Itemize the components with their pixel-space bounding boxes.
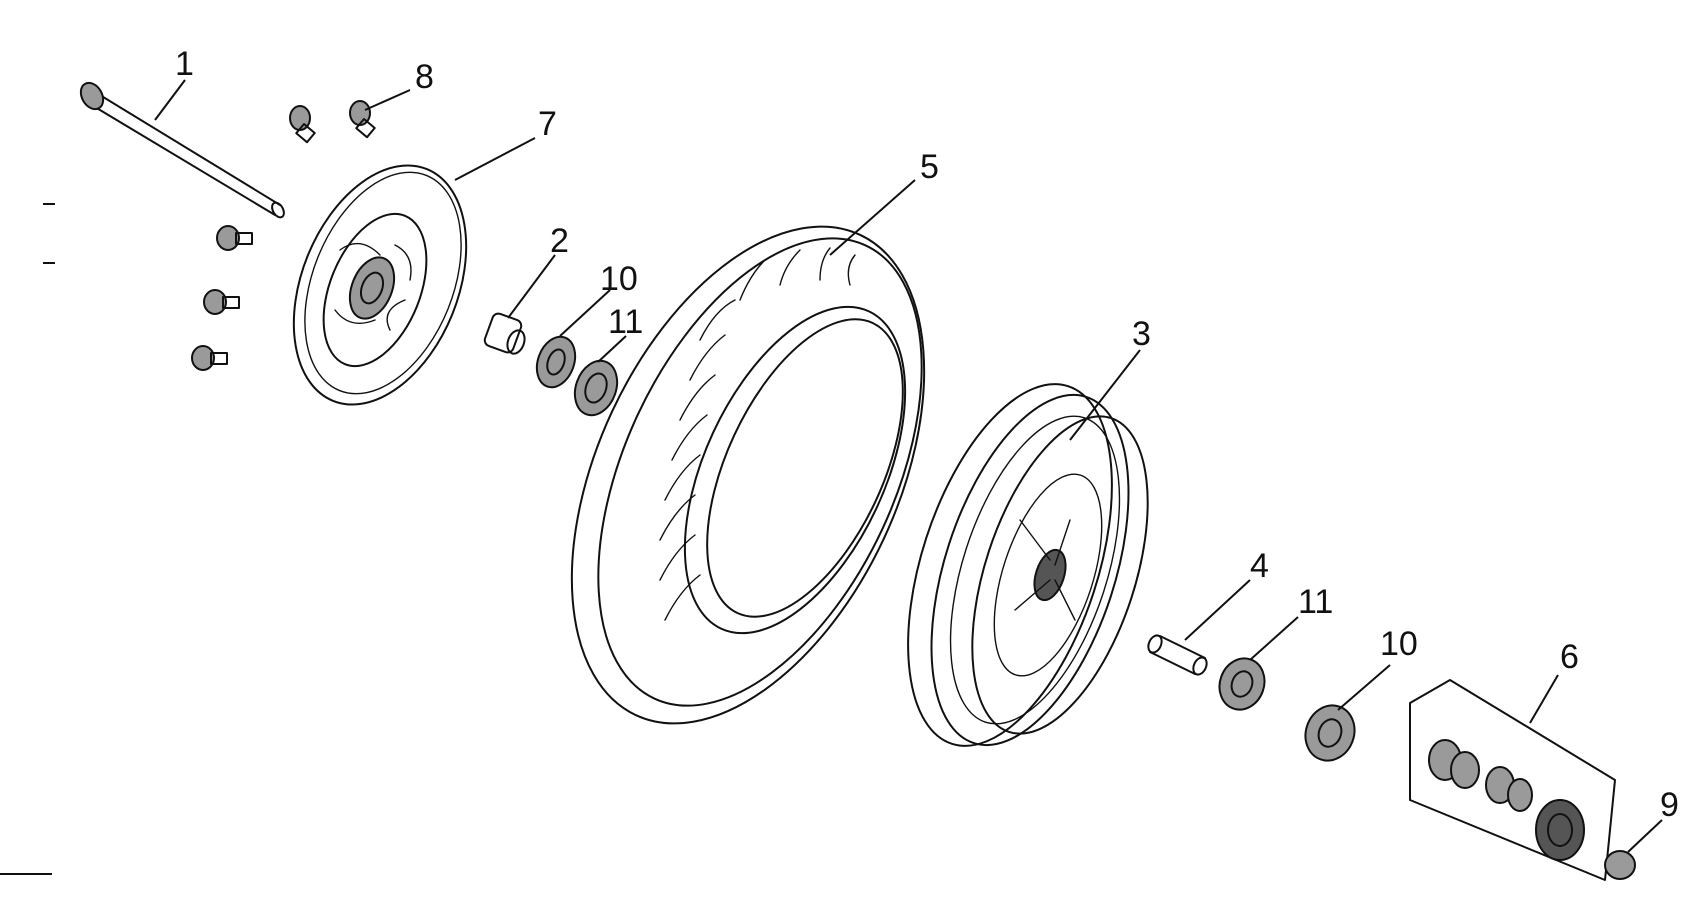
rim-part — [907, 383, 1149, 747]
callout-3: 3 — [1132, 315, 1151, 353]
tire-part — [570, 225, 926, 725]
leader-lines — [154, 79, 1663, 853]
callout-11-right: 11 — [1298, 583, 1333, 621]
spacer-right-part — [1147, 634, 1208, 676]
callout-4: 4 — [1250, 547, 1269, 585]
callout-2: 2 — [550, 222, 569, 260]
callout-10-left: 10 — [600, 260, 638, 298]
callout-10-right: 10 — [1380, 625, 1418, 663]
bearing-left-part — [573, 359, 619, 417]
bearing-right-part — [1218, 657, 1266, 711]
callout-5: 5 — [920, 148, 939, 186]
callout-7: 7 — [538, 105, 557, 143]
brake-disc-part — [292, 164, 468, 406]
callout-1: 1 — [175, 45, 194, 83]
callout-8: 8 — [415, 58, 434, 96]
callout-6: 6 — [1560, 638, 1579, 676]
spacer-part — [483, 312, 526, 355]
axle-part — [79, 81, 285, 219]
seal-left-part — [535, 335, 577, 389]
callout-9: 9 — [1660, 786, 1679, 824]
nut-part — [1604, 850, 1636, 880]
callout-labels: 1 8 7 5 2 10 11 3 4 11 10 6 9 — [175, 45, 1679, 824]
hub-kit-part — [1409, 679, 1616, 881]
callout-11-left: 11 — [608, 303, 643, 341]
seal-right-part — [1304, 704, 1356, 762]
bolt-part — [191, 100, 376, 371]
edge-marks — [0, 203, 55, 875]
